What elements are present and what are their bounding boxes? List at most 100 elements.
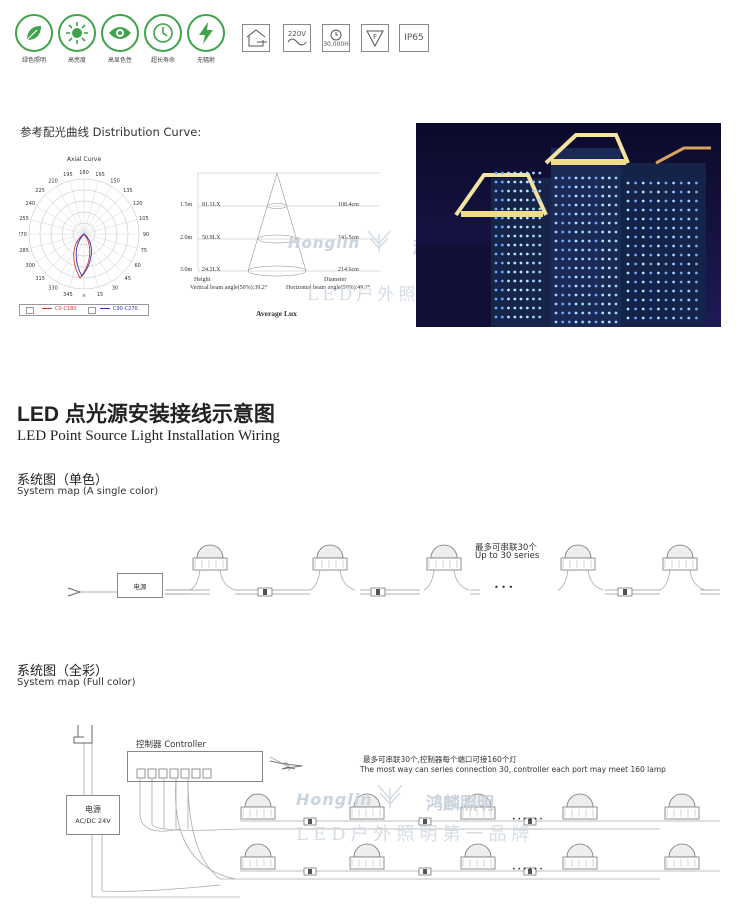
window-light bbox=[601, 293, 605, 297]
window-light bbox=[574, 203, 578, 207]
window-light bbox=[634, 217, 637, 221]
window-light bbox=[649, 208, 653, 212]
window-light bbox=[561, 257, 565, 261]
window-light bbox=[641, 199, 645, 203]
window-light bbox=[587, 248, 591, 252]
window-light bbox=[626, 280, 630, 284]
window-light bbox=[634, 199, 637, 203]
polar-curve-c90 bbox=[75, 233, 92, 277]
window-light bbox=[594, 194, 598, 198]
polar-spoke bbox=[83, 233, 138, 249]
plug-icon bbox=[73, 725, 93, 744]
window-light bbox=[513, 252, 517, 256]
full-power-spec: AC/DC 24V bbox=[75, 817, 111, 825]
window-light bbox=[614, 203, 618, 207]
window-light bbox=[607, 185, 611, 189]
window-light bbox=[525, 198, 529, 202]
window-light bbox=[574, 248, 578, 252]
window-light bbox=[494, 180, 498, 184]
window-light bbox=[581, 221, 585, 225]
window-light bbox=[672, 253, 675, 257]
window-light bbox=[649, 316, 653, 320]
window-light bbox=[601, 176, 605, 180]
led-point-lamp bbox=[460, 793, 496, 820]
window-light bbox=[649, 226, 653, 230]
window-light bbox=[561, 239, 565, 243]
window-light bbox=[519, 189, 523, 193]
window-light bbox=[500, 180, 504, 184]
window-light bbox=[649, 262, 653, 266]
window-light bbox=[634, 244, 637, 248]
window-light bbox=[614, 266, 618, 270]
lamp-base bbox=[349, 856, 385, 870]
window-light bbox=[672, 307, 675, 311]
window-light bbox=[581, 185, 585, 189]
polar-spoke bbox=[56, 233, 85, 282]
window-light bbox=[500, 252, 504, 256]
lamp-dome bbox=[566, 793, 594, 808]
window-light bbox=[687, 244, 691, 248]
window-light bbox=[679, 235, 683, 239]
lamp-wire bbox=[453, 569, 470, 591]
average-lux-title: Average Lux bbox=[256, 309, 297, 318]
window-light bbox=[554, 275, 558, 279]
vertical-beam-angle: Vertical beam angle(50%):39.2° bbox=[190, 285, 268, 291]
window-light bbox=[641, 307, 645, 311]
polar-angle-label: 195 bbox=[63, 172, 73, 178]
window-light bbox=[525, 207, 529, 211]
polar-angle-label: 240 bbox=[26, 201, 36, 207]
connector-core bbox=[308, 869, 312, 874]
window-light bbox=[641, 226, 645, 230]
window-light bbox=[587, 230, 591, 234]
window-light bbox=[513, 198, 517, 202]
window-light bbox=[634, 289, 637, 293]
distribution-heading: 参考配光曲线 Distribution Curve: bbox=[20, 125, 202, 139]
polar-angle-label: 300 bbox=[26, 263, 36, 269]
polar-spoke bbox=[69, 180, 85, 235]
window-light bbox=[513, 189, 517, 193]
window-light bbox=[649, 235, 653, 239]
window-light bbox=[554, 185, 558, 189]
window-light bbox=[695, 316, 698, 320]
window-light bbox=[594, 230, 598, 234]
window-light bbox=[507, 225, 510, 229]
lamp-wire bbox=[339, 569, 356, 591]
window-light bbox=[634, 271, 637, 275]
window-light bbox=[500, 279, 504, 283]
window-light bbox=[581, 302, 585, 306]
window-light bbox=[532, 288, 535, 292]
window-light bbox=[554, 302, 558, 306]
window-light bbox=[626, 289, 630, 293]
window-light bbox=[687, 262, 691, 266]
window-light bbox=[532, 270, 535, 274]
watermark-brand-en: Honglin bbox=[288, 234, 361, 252]
window-light bbox=[574, 266, 578, 270]
window-light bbox=[574, 302, 578, 306]
window-light bbox=[679, 190, 683, 194]
window-light bbox=[649, 289, 653, 293]
polar-angle-label: 135 bbox=[123, 188, 133, 194]
window-light bbox=[607, 302, 611, 306]
window-light bbox=[532, 306, 535, 310]
window-light bbox=[626, 316, 630, 320]
lamp-wire bbox=[557, 569, 569, 591]
window-light bbox=[561, 302, 565, 306]
window-light bbox=[525, 189, 529, 193]
window-light bbox=[614, 176, 618, 180]
window-light bbox=[519, 171, 523, 175]
window-light bbox=[679, 199, 683, 203]
window-light bbox=[626, 208, 630, 212]
window-light bbox=[672, 244, 675, 248]
average-lux-diagram: 1.5m 81.1LX 108.4cm 2.0m 50.9LX 141.5cm … bbox=[178, 168, 382, 320]
window-light bbox=[567, 284, 571, 288]
window-light bbox=[634, 253, 637, 257]
full-note-en: The most way can series connection 30, c… bbox=[360, 765, 666, 774]
window-light bbox=[626, 271, 630, 275]
window-light bbox=[494, 297, 498, 301]
window-light bbox=[664, 244, 668, 248]
polar-angle-label: 180 bbox=[79, 170, 89, 176]
lamp-base bbox=[240, 806, 276, 820]
full-power-label: 电源 bbox=[85, 805, 101, 814]
connector-core bbox=[376, 589, 380, 595]
window-light bbox=[513, 270, 517, 274]
